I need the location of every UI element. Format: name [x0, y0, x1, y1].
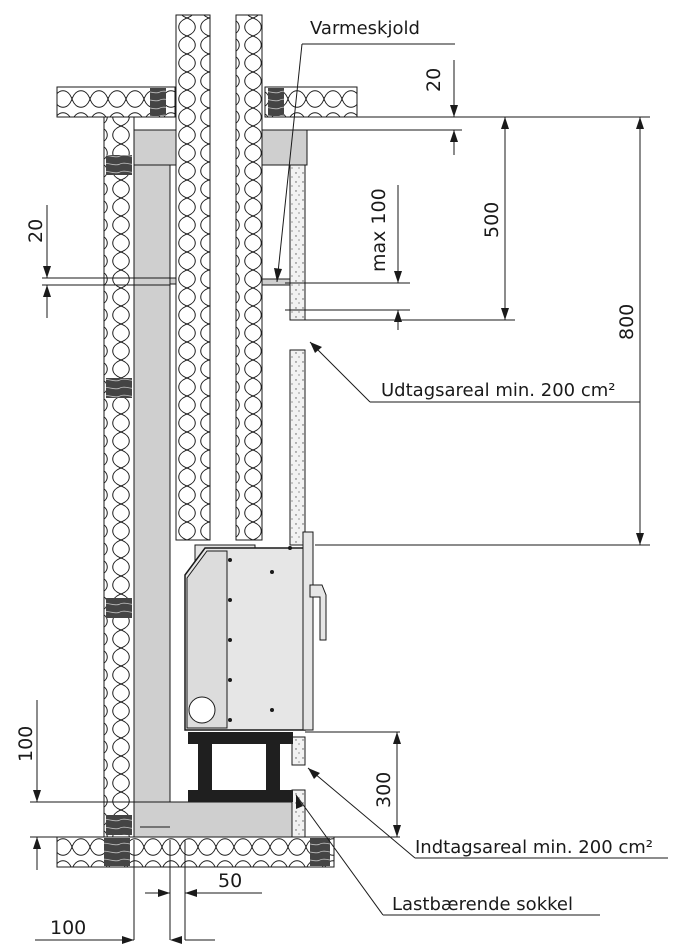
leader-arrows: [274, 268, 322, 809]
dimension-labels: 20 500 800 max 100 20 100 300 50 100: [15, 68, 638, 939]
base-label: Lastbærende sokkel: [392, 894, 573, 915]
heat-shield-label: Varmeskjold: [310, 18, 420, 39]
dim-floor-height: 100: [15, 726, 37, 762]
load-bearing-base: [188, 732, 293, 802]
outlet-area-label: Udtagsareal min. 200 cm²: [381, 380, 615, 401]
dim-max-shield: max 100: [368, 188, 390, 272]
dim-inlet-height: 300: [373, 772, 395, 808]
leader-lines: [276, 43, 668, 916]
dim-outlet-height: 500: [481, 202, 503, 238]
chimney: [175, 14, 263, 541]
stove: [184, 531, 327, 731]
floor: [56, 836, 335, 868]
dim-spacing: 50: [218, 870, 242, 892]
left-wall: [103, 116, 135, 838]
callout-labels: Varmeskjold Udtagsareal min. 200 cm² Ind…: [310, 18, 653, 915]
heat-shield-panels: [169, 164, 306, 838]
dimension-arrows: [33, 105, 644, 944]
ceiling: [56, 86, 358, 118]
dim-stove-to-ceiling: 800: [616, 304, 638, 340]
dim-panel-gap: 20: [25, 219, 47, 243]
dim-wall-distance: 100: [50, 917, 86, 939]
dim-ceiling-gap: 20: [423, 68, 445, 92]
concrete-backing: [133, 117, 308, 838]
dimension-lines: [30, 60, 650, 941]
inlet-area-label: Indtagsareal min. 200 cm²: [415, 837, 653, 858]
